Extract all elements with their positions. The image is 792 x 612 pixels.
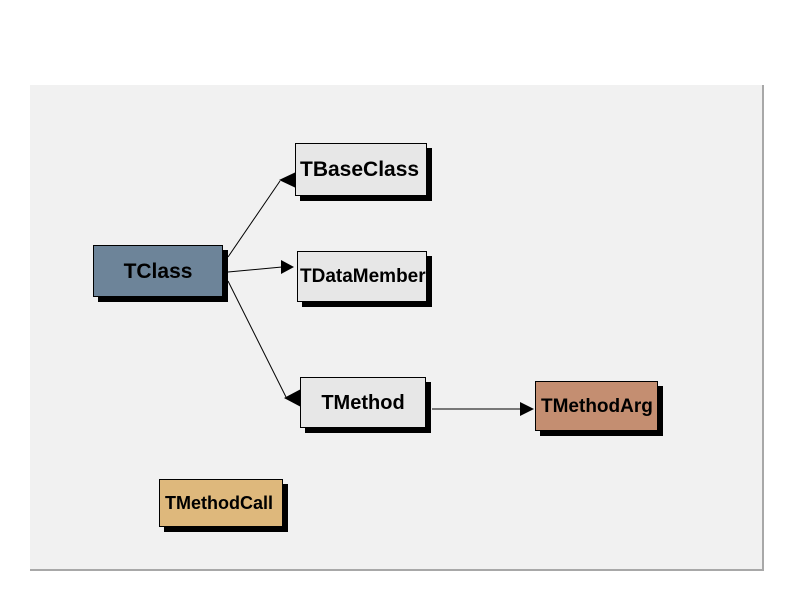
node-tclass[interactable]: TClass [93,245,223,297]
node-tmethodcall[interactable]: TMethodCall [159,479,283,527]
node-tbaseclass[interactable]: TBaseClass [295,143,427,196]
node-label: TMethod [321,391,405,414]
node-label: TClass [123,259,193,283]
node-label: TBaseClass [300,158,420,181]
node-tdatamember[interactable]: TDataMember [297,251,427,302]
node-label: TMethodCall [165,493,273,513]
node-label: TDataMember [300,266,426,287]
node-tmethod[interactable]: TMethod [300,377,426,428]
node-tmethodarg[interactable]: TMethodArg [535,381,658,431]
node-label: TMethodArg [541,395,653,417]
